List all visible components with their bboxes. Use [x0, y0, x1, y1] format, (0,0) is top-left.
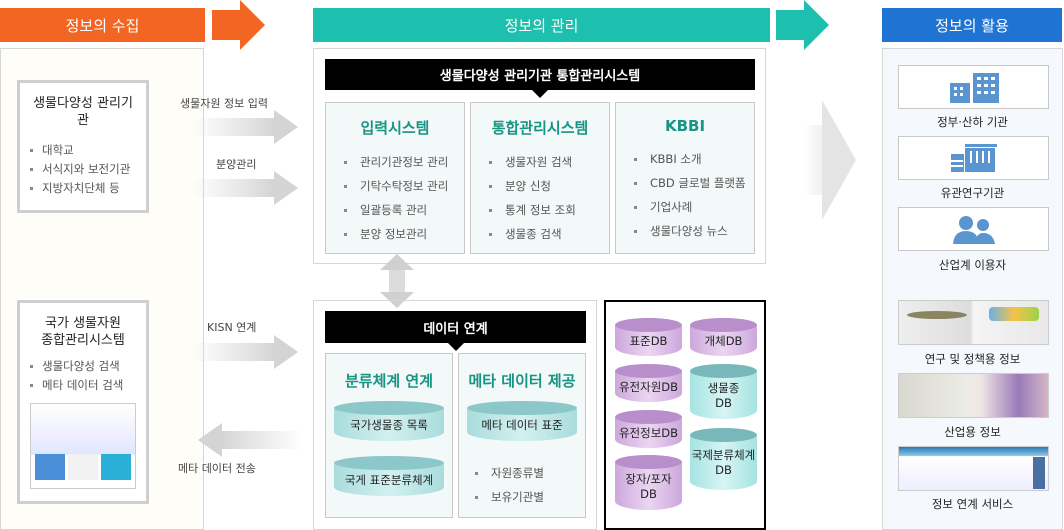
db-cylinder: 국제분류체계 DB: [690, 428, 757, 490]
big-right-arrow-icon: [822, 100, 856, 220]
info-label: 연구 및 정책용 정보: [924, 352, 1021, 366]
list-item: 메타 데이터 검색: [30, 376, 136, 395]
research-box: [898, 136, 1049, 180]
research-info-image: [898, 300, 1049, 345]
stage-arrow-icon: [804, 0, 829, 50]
org-box: 생물다양성 관리기관 대학교 서식지와 보전기관 지방자치단체 등: [17, 80, 149, 213]
integrated-panel: [313, 48, 766, 264]
db-cylinder: 장자/포자 DB: [615, 455, 682, 510]
org-box-title: 생물다양성 관리기관: [33, 96, 133, 128]
industry-info-image: [898, 373, 1049, 418]
arrow-up-head: [380, 254, 414, 270]
target-label: 산업계 이용자: [938, 258, 1007, 272]
list-item: 통계 정보 조회: [489, 198, 609, 222]
right-arrow-icon: [193, 171, 298, 205]
arrow-label-distribution: 분양관리: [216, 158, 257, 171]
service-info-image: [898, 446, 1049, 491]
list-item: 관리기관정보 관리: [344, 150, 464, 174]
institute-icon: [950, 144, 997, 172]
kisn-title-2: 종합관리시스템: [41, 333, 125, 348]
integrated-system-title: 생물다양성 관리기관 통합관리시스템: [325, 59, 755, 98]
kisn-title-1: 국가 생물자원: [45, 316, 121, 331]
arrow-label-meta-transfer: 메타 데이터 전송: [178, 462, 256, 475]
db-cylinder: 유전자원DB: [615, 364, 682, 402]
list-item: 생물종 검색: [489, 222, 609, 246]
db-cylinder: 표준DB: [615, 318, 682, 356]
stage-arrow-icon: [240, 0, 265, 50]
list-item: 기업사례: [634, 195, 754, 219]
list-item: 생물다양성 뉴스: [634, 219, 754, 243]
list-item: 기탁수탁정보 관리: [344, 174, 464, 198]
list-item: 서식지와 보전기관: [30, 160, 136, 179]
system-kbbi: KBBI KBBI 소개 CBD 글로벌 플랫폼 기업사례 생물다양성 뉴스: [615, 102, 755, 254]
list-item: 분양 정보관리: [344, 222, 464, 246]
info-label: 정보 연계 서비스: [931, 497, 1014, 511]
arrow-label-input: 생물자원 정보 입력: [180, 97, 268, 110]
target-label: 유관연구기관: [940, 186, 1005, 200]
users-icon: [952, 216, 995, 244]
big-arrow-shaft: [803, 125, 825, 195]
system-title: KBBI: [664, 117, 706, 135]
meta-title: 메타 데이터 제공: [468, 372, 576, 390]
stage-header-manage: 정보의 관리: [313, 8, 770, 42]
system-title: 입력시스템: [360, 119, 430, 137]
list-item: 대학교: [30, 141, 136, 160]
list-item: 생물자원 검색: [489, 150, 609, 174]
building-icon: [949, 73, 999, 103]
data-link-title: 데이터 연계: [325, 311, 586, 351]
list-item: 생물다양성 검색: [30, 357, 136, 376]
system-title: 통합관리시스템: [491, 119, 589, 137]
db-cylinder: 국가생물종 목록: [334, 401, 444, 441]
list-item: 지방자치단체 등: [30, 179, 136, 198]
list-item: 분양 신청: [489, 174, 609, 198]
arrow-label-kisn: KISN 연계: [207, 321, 257, 334]
double-arrow-icon: [389, 266, 405, 298]
list-item: KBBI 소개: [634, 147, 754, 171]
list-item: CBD 글로벌 플랫폼: [634, 171, 754, 195]
list-item: 일괄등록 관리: [344, 198, 464, 222]
right-arrow-icon: [193, 110, 298, 144]
industry-box: [898, 207, 1049, 251]
target-label: 정부·산하 기관: [937, 115, 1008, 129]
stage-arrow-shaft: [212, 10, 240, 40]
info-label: 산업용 정보: [944, 425, 1001, 439]
stage-arrow-shaft: [776, 10, 804, 40]
kisn-screenshot-thumbnail: [30, 403, 136, 489]
system-integrated: 통합관리시스템 생물자원 검색 분양 신청 통계 정보 조회 생물종 검색: [470, 102, 610, 254]
government-box: [898, 65, 1049, 109]
stage-header-collect: 정보의 수집: [0, 8, 205, 42]
stage-header-use: 정보의 활용: [882, 8, 1062, 42]
left-arrow-icon: [198, 423, 303, 457]
db-cylinder: 메타 데이터 표준: [467, 401, 577, 441]
list-item: 자원종류별: [475, 461, 585, 485]
db-cylinder: 유전정보DB: [615, 410, 682, 448]
db-cylinder: 개체DB: [690, 318, 757, 356]
right-arrow-icon: [193, 335, 298, 369]
system-input: 입력시스템 관리기관정보 관리 기탁수탁정보 관리 일괄등록 관리 분양 정보관…: [325, 102, 465, 254]
db-cylinder: 국게 표준분류체계: [334, 456, 444, 496]
db-cylinder: 생물종 DB: [690, 364, 757, 419]
taxonomy-title: 분류체계 연계: [344, 372, 434, 390]
list-item: 보유기관별: [475, 485, 585, 509]
